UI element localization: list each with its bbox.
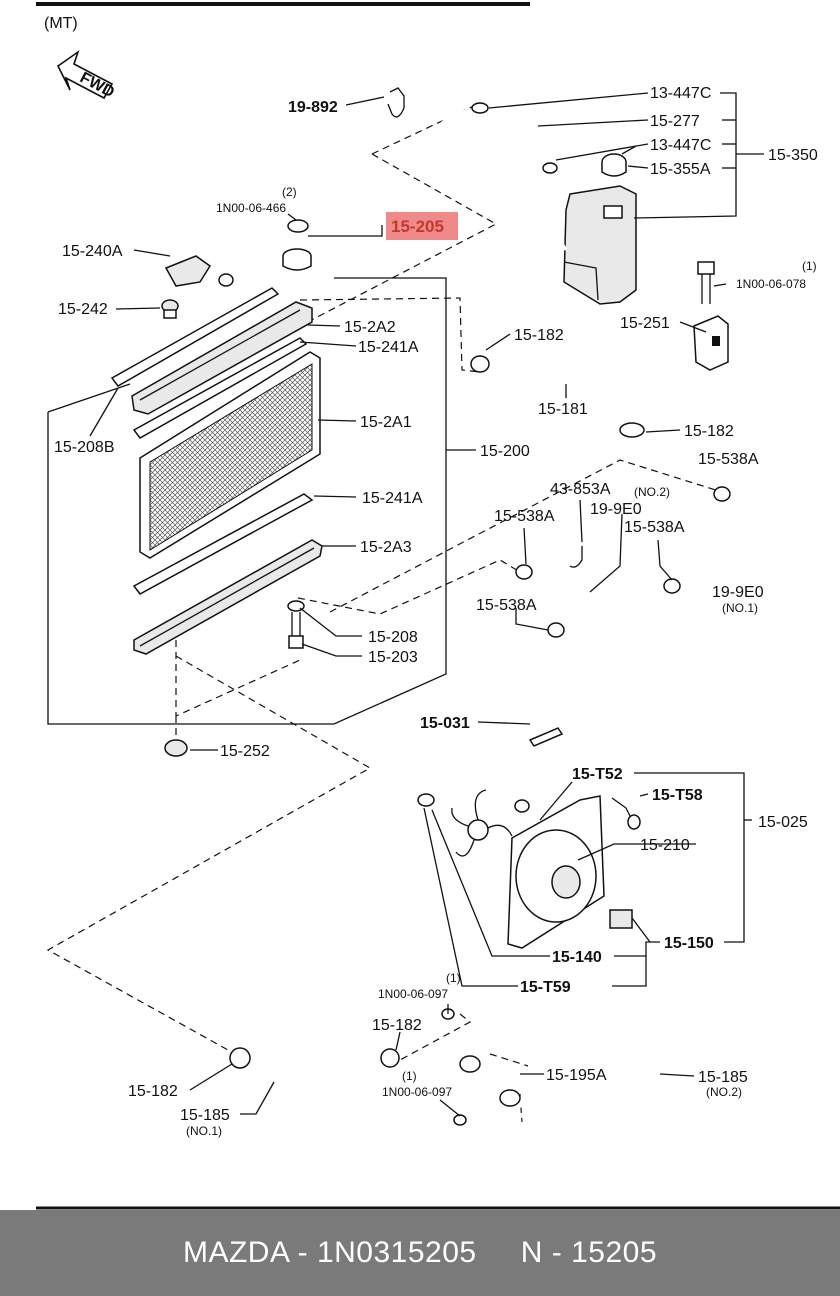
label-15-2a3: 15-2A3 bbox=[360, 539, 412, 556]
label-1n00-06-097-a: 1N00-06-097 bbox=[378, 987, 448, 1001]
label-15-200: 15-200 bbox=[480, 443, 530, 460]
label-15-350: 15-350 bbox=[768, 147, 818, 164]
part-number-footer: MAZDA - 1N0315205 N - 15205 bbox=[0, 1210, 840, 1296]
clip-19-892 bbox=[387, 87, 405, 118]
label-15-t58: 15-T58 bbox=[652, 787, 703, 804]
fan-blade bbox=[451, 789, 513, 857]
label-15-355a: 15-355A bbox=[650, 161, 711, 178]
label-15-t52: 15-T52 bbox=[572, 766, 623, 783]
label-15-241a-b: 15-241A bbox=[362, 490, 423, 507]
label-15-205: 15-205 bbox=[391, 217, 444, 236]
label-15-2a1: 15-2A1 bbox=[360, 414, 412, 431]
cap-seal bbox=[287, 219, 309, 233]
label-15-538a-a: 15-538A bbox=[698, 451, 759, 468]
label-15-277: 15-277 bbox=[650, 113, 700, 130]
label-15-182-b: 15-182 bbox=[684, 423, 734, 440]
label-15-150: 15-150 bbox=[664, 935, 714, 952]
label-1n00-06-466: 1N00-06-466 bbox=[216, 201, 286, 215]
label-15-185-b: 15-185 bbox=[180, 1107, 230, 1124]
lower-hose-clamps bbox=[229, 1047, 521, 1107]
label-15-182-a: 15-182 bbox=[514, 327, 564, 344]
label-15-025: 15-025 bbox=[758, 814, 808, 831]
label-19-9e0-b: 19-9E0 bbox=[712, 584, 764, 601]
gasket-upper bbox=[132, 337, 308, 439]
mount-rubber-upper bbox=[161, 299, 179, 319]
label-13-447c-b: 13-447C bbox=[650, 137, 711, 154]
label-19-9e0-a: 19-9E0 bbox=[590, 501, 642, 518]
radiator-cap bbox=[282, 248, 312, 271]
label-15-240a: 15-240A bbox=[62, 243, 123, 260]
hose-clip bbox=[471, 102, 558, 174]
label-qty1-c: (1) bbox=[402, 1069, 417, 1083]
variant-label: (MT) bbox=[44, 15, 78, 32]
label-no2-b: (NO.2) bbox=[706, 1085, 742, 1099]
radiator-core bbox=[139, 351, 321, 559]
heater-hose-clamps bbox=[515, 486, 731, 638]
highlight-box bbox=[386, 212, 458, 240]
label-15-031 bbox=[528, 727, 564, 747]
reservoir-tank bbox=[563, 185, 637, 305]
label-15-538a-d: 15-538A bbox=[476, 597, 537, 614]
label-15-538a-b: 15-538A bbox=[494, 508, 555, 525]
mount-rubber-lower bbox=[164, 739, 188, 757]
label-15-208b: 15-208B bbox=[54, 439, 115, 456]
label-no2-a: (NO.2) bbox=[634, 485, 670, 499]
label-15-031: 15-031 bbox=[420, 715, 470, 732]
label-no1-b: (NO.1) bbox=[186, 1124, 222, 1138]
label-15-252: 15-252 bbox=[220, 743, 270, 760]
label-15-182-c: 15-182 bbox=[372, 1017, 422, 1034]
label-qty2: (2) bbox=[282, 185, 297, 199]
leader-lines bbox=[89, 92, 764, 1117]
label-15-181: 15-181 bbox=[538, 401, 588, 418]
fan-nut bbox=[417, 793, 435, 807]
label-19-892: 19-892 bbox=[288, 99, 338, 116]
label-no1-a: (NO.1) bbox=[722, 601, 758, 615]
bracket-15-251 bbox=[693, 315, 729, 371]
drain-plug-bolt bbox=[288, 612, 304, 649]
fwd-label: FWD bbox=[77, 69, 117, 101]
label-15-t59: 15-T59 bbox=[520, 979, 571, 996]
label-qty1-b: (1) bbox=[446, 971, 461, 985]
lower-tank bbox=[133, 539, 323, 655]
hose-clamp-upper bbox=[470, 355, 645, 438]
label-15-185-a: 15-185 bbox=[698, 1069, 748, 1086]
label-15-251: 15-251 bbox=[620, 315, 670, 332]
label-15-140: 15-140 bbox=[552, 949, 602, 966]
fwd-arrow-icon: FWD bbox=[56, 49, 117, 101]
label-15-195a: 15-195A bbox=[546, 1067, 607, 1084]
label-15-182-d: 15-182 bbox=[128, 1083, 178, 1100]
label-13-447c-a: 13-447C bbox=[650, 85, 711, 102]
bolt-1n00-06-078 bbox=[697, 261, 715, 304]
upper-tank bbox=[110, 287, 313, 415]
label-43-853a: 43-853A bbox=[550, 481, 611, 498]
label-1n00-06-078: 1N00-06-078 bbox=[736, 277, 806, 291]
screw-15-t58 bbox=[611, 797, 641, 830]
clip-43-853a bbox=[569, 546, 583, 568]
mount-bracket-15-240a bbox=[164, 255, 234, 287]
label-15-2a2: 15-2A2 bbox=[344, 319, 396, 336]
fan-shroud bbox=[507, 795, 605, 949]
label-1n00-06-097-b: 1N00-06-097 bbox=[382, 1085, 452, 1099]
label-15-210: 15-210 bbox=[640, 837, 690, 854]
screw-15-t52 bbox=[514, 799, 530, 813]
label-15-241a-a: 15-241A bbox=[358, 339, 419, 356]
label-15-208: 15-208 bbox=[368, 629, 418, 646]
radiator-frame bbox=[47, 277, 447, 725]
reservoir-cap bbox=[601, 145, 637, 177]
label-15-242: 15-242 bbox=[58, 301, 108, 318]
gasket-lower bbox=[132, 493, 314, 595]
label-15-538a-c: 15-538A bbox=[624, 519, 685, 536]
label-15-203: 15-203 bbox=[368, 649, 418, 666]
part-number-text: MAZDA - 1N0315205 N - 15205 bbox=[182, 1236, 658, 1269]
fan-motor bbox=[609, 909, 633, 929]
label-qty1-a: (1) bbox=[802, 259, 817, 273]
radiator-parts-diagram: (MT) FWD bbox=[36, 2, 840, 1210]
